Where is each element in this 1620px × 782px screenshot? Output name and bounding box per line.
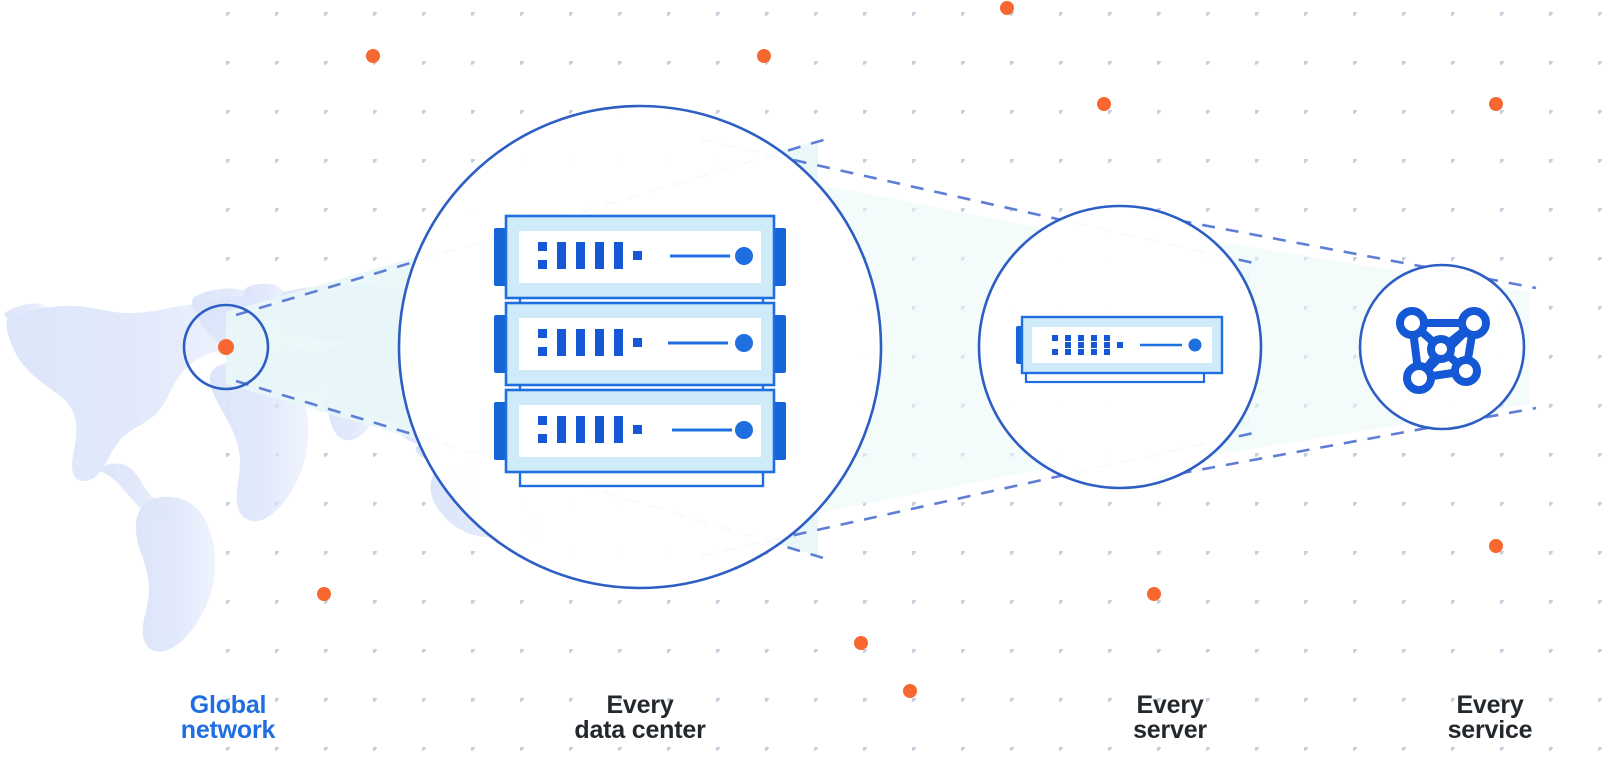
server-unit — [494, 301, 786, 387]
accent-dot — [366, 49, 380, 63]
accent-dot — [1489, 539, 1503, 553]
accent-dot — [757, 49, 771, 63]
server-unit — [494, 388, 786, 474]
accent-dot — [854, 636, 868, 650]
accent-dot — [317, 587, 331, 601]
location-pin-dot — [218, 339, 234, 355]
globe-focus-circle — [182, 303, 270, 391]
server-unit-icon — [1016, 315, 1224, 384]
server-rack-icon — [494, 214, 786, 488]
accent-dot — [1000, 1, 1014, 15]
network-mesh-nodes — [1396, 307, 1490, 394]
server-unit — [494, 214, 786, 300]
accent-dot — [1489, 97, 1503, 111]
accent-dot — [1147, 587, 1161, 601]
accent-dot — [903, 684, 917, 698]
accent-dot — [1097, 97, 1111, 111]
